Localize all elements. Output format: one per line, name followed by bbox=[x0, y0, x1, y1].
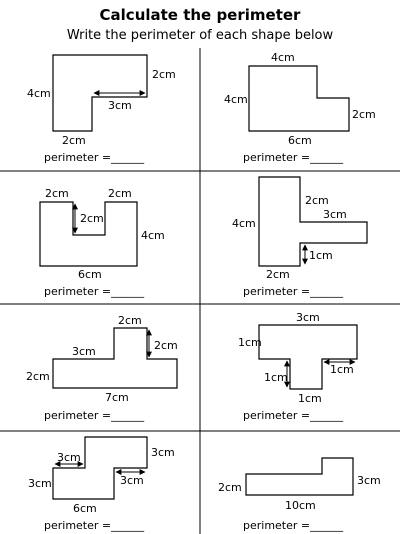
shape-4-label: 3cm bbox=[323, 208, 347, 221]
perimeter-blank[interactable]: perimeter =______ bbox=[243, 409, 344, 422]
shape-4-label: 4cm bbox=[232, 217, 256, 230]
shape-2-label: 2cm bbox=[352, 108, 376, 121]
shape-7-outline bbox=[52, 436, 148, 500]
perimeter-blank[interactable]: perimeter =______ bbox=[243, 519, 344, 532]
shape-7-label: 3cm bbox=[57, 451, 81, 464]
shape-8: 2cm 3cm 10cm perimeter =______ bbox=[218, 457, 381, 532]
shape-6: 3cm 1cm 1cm 1cm 1cm perimeter =______ bbox=[238, 311, 358, 422]
shape-5-label: 2cm bbox=[26, 370, 50, 383]
shape-6-label: 1cm bbox=[238, 336, 262, 349]
shape-6-label: 1cm bbox=[330, 363, 354, 376]
shape-8-label: 3cm bbox=[357, 474, 381, 487]
shape-4: 4cm 2cm 3cm 1cm 2cm perimeter =______ bbox=[232, 176, 368, 298]
shape-5-outline bbox=[52, 327, 178, 389]
shape-7-label: 3cm bbox=[151, 446, 175, 459]
page-title: Calculate the perimeter bbox=[99, 6, 301, 24]
shape-1-outline bbox=[52, 54, 148, 132]
shape-4-label: 2cm bbox=[266, 268, 290, 281]
shape-7-label: 6cm bbox=[73, 502, 97, 515]
shape-7-label: 3cm bbox=[120, 474, 144, 487]
shape-4-label: 2cm bbox=[305, 194, 329, 207]
shape-2-label: 4cm bbox=[224, 93, 248, 106]
shape-1-label: 3cm bbox=[108, 99, 132, 112]
shape-7: 3cm 3cm 3cm 3cm 6cm perimeter =______ bbox=[28, 436, 175, 532]
shape-1-label: 2cm bbox=[152, 68, 176, 81]
shape-1-label: 4cm bbox=[27, 87, 51, 100]
shape-5-label: 2cm bbox=[118, 314, 142, 327]
shape-6-label: 3cm bbox=[296, 311, 320, 324]
shape-6-label: 1cm bbox=[264, 371, 288, 384]
shape-2-label: 6cm bbox=[288, 134, 312, 147]
shape-2: 4cm 4cm 2cm 6cm perimeter =______ bbox=[224, 51, 376, 164]
shape-4-outline bbox=[258, 176, 368, 267]
shape-5-label: 3cm bbox=[72, 345, 96, 358]
perimeter-blank[interactable]: perimeter =______ bbox=[44, 285, 145, 298]
shape-7-label: 3cm bbox=[28, 477, 52, 490]
grid-lines bbox=[0, 48, 400, 534]
shape-3: 2cm 2cm 2cm 4cm 6cm perimeter =______ bbox=[39, 187, 165, 298]
perimeter-blank[interactable]: perimeter =______ bbox=[243, 151, 344, 164]
perimeter-blank[interactable]: perimeter =______ bbox=[44, 151, 145, 164]
shape-3-label: 2cm bbox=[80, 212, 104, 225]
page-subtitle: Write the perimeter of each shape below bbox=[66, 28, 334, 43]
shape-5-label: 7cm bbox=[105, 391, 129, 404]
shape-2-label: 4cm bbox=[271, 51, 295, 64]
shape-3-label: 4cm bbox=[141, 229, 165, 242]
shape-1: 4cm 2cm 3cm 2cm perimeter =______ bbox=[27, 54, 176, 164]
shape-3-label: 2cm bbox=[108, 187, 132, 200]
shape-2-outline bbox=[248, 65, 350, 132]
shape-4-label: 1cm bbox=[309, 249, 333, 262]
shape-6-outline bbox=[258, 324, 358, 390]
shape-8-label: 2cm bbox=[218, 481, 242, 494]
shape-8-label: 10cm bbox=[285, 499, 316, 512]
shape-3-label: 2cm bbox=[45, 187, 69, 200]
shape-6-label: 1cm bbox=[298, 392, 322, 405]
shape-8-outline bbox=[245, 457, 354, 496]
shape-5-label: 2cm bbox=[154, 339, 178, 352]
shape-5: 2cm 2cm 3cm 2cm 7cm perimeter =______ bbox=[26, 314, 178, 422]
shape-3-label: 6cm bbox=[78, 268, 102, 281]
perimeter-blank[interactable]: perimeter =______ bbox=[44, 409, 145, 422]
perimeter-blank[interactable]: perimeter =______ bbox=[243, 285, 344, 298]
perimeter-blank[interactable]: perimeter =______ bbox=[44, 519, 145, 532]
shape-1-label: 2cm bbox=[62, 134, 86, 147]
